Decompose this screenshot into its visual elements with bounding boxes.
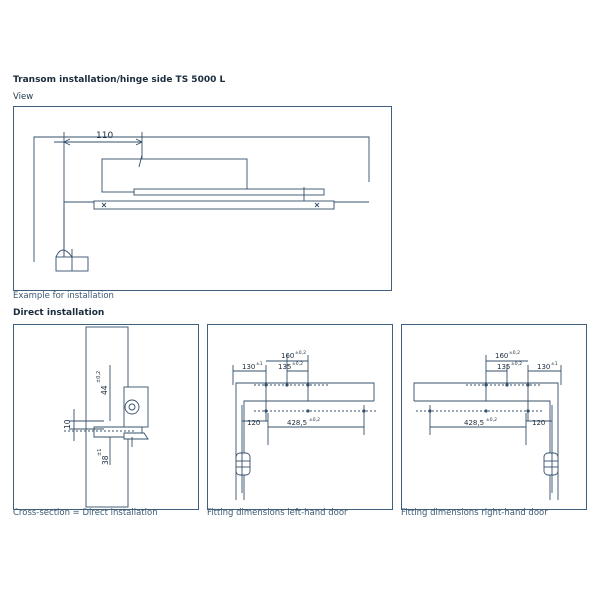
right-dim-135-tolerance: ±0,2 <box>511 361 522 367</box>
transom-inner-line <box>63 201 369 262</box>
left-hinge <box>235 452 251 476</box>
door-frame-section <box>85 326 129 508</box>
left-dim-120: 120 <box>247 419 260 427</box>
left-door-frame: 160 ±0,2 130 ±1 135 ±0,2 120 428,5 ±0,2 <box>207 324 393 510</box>
left-dim-130: 130 <box>242 363 255 371</box>
right-door-drawing: 160 ±0,2 135 ±0,2 130 ±1 428,5 ±0,2 120 <box>413 350 562 500</box>
door-closer-body <box>101 158 248 193</box>
dim-38-tolerance: ±1 <box>97 449 103 456</box>
left-transom-inner <box>243 400 374 500</box>
left-door-drawing: 160 ±0,2 130 ±1 135 ±0,2 120 428,5 ±0,2 <box>232 350 378 500</box>
left-door-caption: Fitting dimensions left-hand door <box>207 508 348 518</box>
right-dim-130: 130 <box>537 363 550 371</box>
direct-installation-heading: Direct installation <box>13 308 105 318</box>
dimension-110: 110 <box>96 131 113 141</box>
slide-rail <box>133 188 325 196</box>
right-hinge <box>543 452 559 476</box>
view-heading: View <box>13 92 34 102</box>
right-dim-428: 428,5 <box>464 419 484 427</box>
left-dim-130-tolerance: ±1 <box>256 361 263 367</box>
left-dim-135: 135 <box>278 363 291 371</box>
cross-section-frame: 44 ±0,2 10 38 ±1 <box>13 324 199 510</box>
right-door-caption: Fitting dimensions right-hand door <box>401 508 548 518</box>
dim-44-tolerance: ±0,2 <box>96 371 102 383</box>
dim-44: 44 <box>100 385 109 395</box>
view-caption: Example for installation <box>13 291 114 301</box>
left-dim-428-tolerance: ±0,2 <box>309 417 320 423</box>
cross-section-caption: Cross-section = Direct installation <box>13 508 158 518</box>
right-dim-160: 160 <box>495 352 508 360</box>
right-dim-120: 120 <box>532 419 545 427</box>
left-transom-outer <box>235 382 375 500</box>
left-dim-160-tolerance: ±0,2 <box>295 350 306 356</box>
view-frame: 110 <box>13 106 392 291</box>
dim-38: 38 <box>101 455 110 465</box>
left-dim-160: 160 <box>281 352 294 360</box>
right-dim-428-tolerance: ±0,2 <box>486 417 497 423</box>
left-dim-428: 428,5 <box>287 419 307 427</box>
view-drawing: 110 <box>33 131 370 272</box>
dim-10: 10 <box>63 419 72 429</box>
hinge-detail <box>55 249 73 258</box>
transom-frame-line <box>33 136 370 262</box>
left-dim-135-tolerance: ±0,2 <box>292 361 303 367</box>
right-dim-130-tolerance: ±1 <box>551 361 558 367</box>
right-door-frame: 160 ±0,2 135 ±0,2 130 ±1 428,5 ±0,2 120 <box>401 324 587 510</box>
closer-section <box>123 386 149 428</box>
right-dim-135: 135 <box>497 363 510 371</box>
right-dim-160-tolerance: ±0,2 <box>509 350 520 356</box>
cross-section-drawing: 44 ±0,2 10 38 ±1 <box>63 326 149 508</box>
right-transom-inner <box>414 400 551 500</box>
page-title: Transom installation/hinge side TS 5000 … <box>13 75 226 85</box>
